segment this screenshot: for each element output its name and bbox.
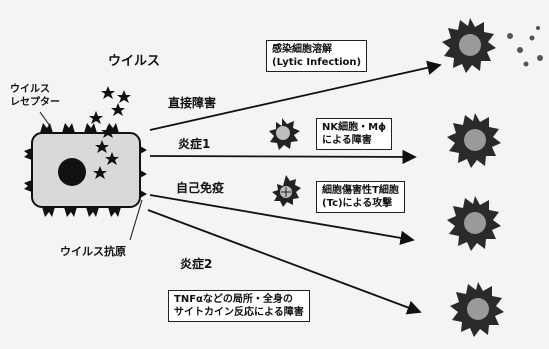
cytokine-damage-box: TNFαなどの局所・全身の サイトカイン反応による障害: [168, 290, 310, 322]
nk-cell-icon: [269, 118, 300, 150]
nk-box-line1: NK細胞・Mϕ: [322, 121, 386, 134]
tc-box-line2: (Tc)による攻撃: [322, 197, 399, 210]
pathway-autoimmune-label: 自己免疫: [176, 182, 224, 194]
host-cell: [32, 133, 140, 207]
receptor-group-left: [24, 148, 32, 192]
t-cell-icon: [272, 175, 301, 207]
arrow-inflam1: [150, 156, 415, 157]
lytic-box-line2: (Lytic Infection): [272, 56, 361, 69]
pathway-direct-label: 直接障害: [168, 97, 216, 109]
damaged-cell-tc: [447, 196, 501, 251]
pathway-inflam1-label: 炎症1: [178, 138, 210, 150]
nk-damage-box: NK細胞・Mϕ による障害: [316, 118, 392, 150]
tnf-box-line2: サイトカイン反応による障害: [174, 306, 304, 319]
tnf-box-line1: TNFαなどの局所・全身の: [174, 293, 304, 306]
lytic-infection-box: 感染細胞溶解 (Lytic Infection): [266, 40, 367, 72]
pathway-inflam2-label: 炎症2: [180, 258, 212, 270]
tc-box-line1: 細胞傷害性T細胞: [322, 184, 399, 197]
antigen-bumps: [140, 146, 147, 198]
receptor-label-line2: レセプター: [10, 97, 60, 109]
tc-attack-box: 細胞傷害性T細胞 (Tc)による攻撃: [316, 181, 405, 213]
damaged-cell-nk: [447, 113, 501, 168]
cell-nucleus: [58, 158, 86, 186]
lytic-box-line1: 感染細胞溶解: [272, 43, 361, 56]
receptor-group-bottom: [42, 207, 121, 217]
damaged-cell-lytic: [442, 18, 543, 73]
receptor-label-line1: ウイルス: [10, 84, 50, 96]
nk-box-line2: による障害: [322, 134, 386, 147]
damaged-cell-cytokine: [450, 282, 504, 337]
virus-label: ウイルス: [108, 56, 160, 68]
antigen-label: ウイルス抗原: [60, 246, 126, 258]
receptor-pointer: [40, 112, 50, 126]
